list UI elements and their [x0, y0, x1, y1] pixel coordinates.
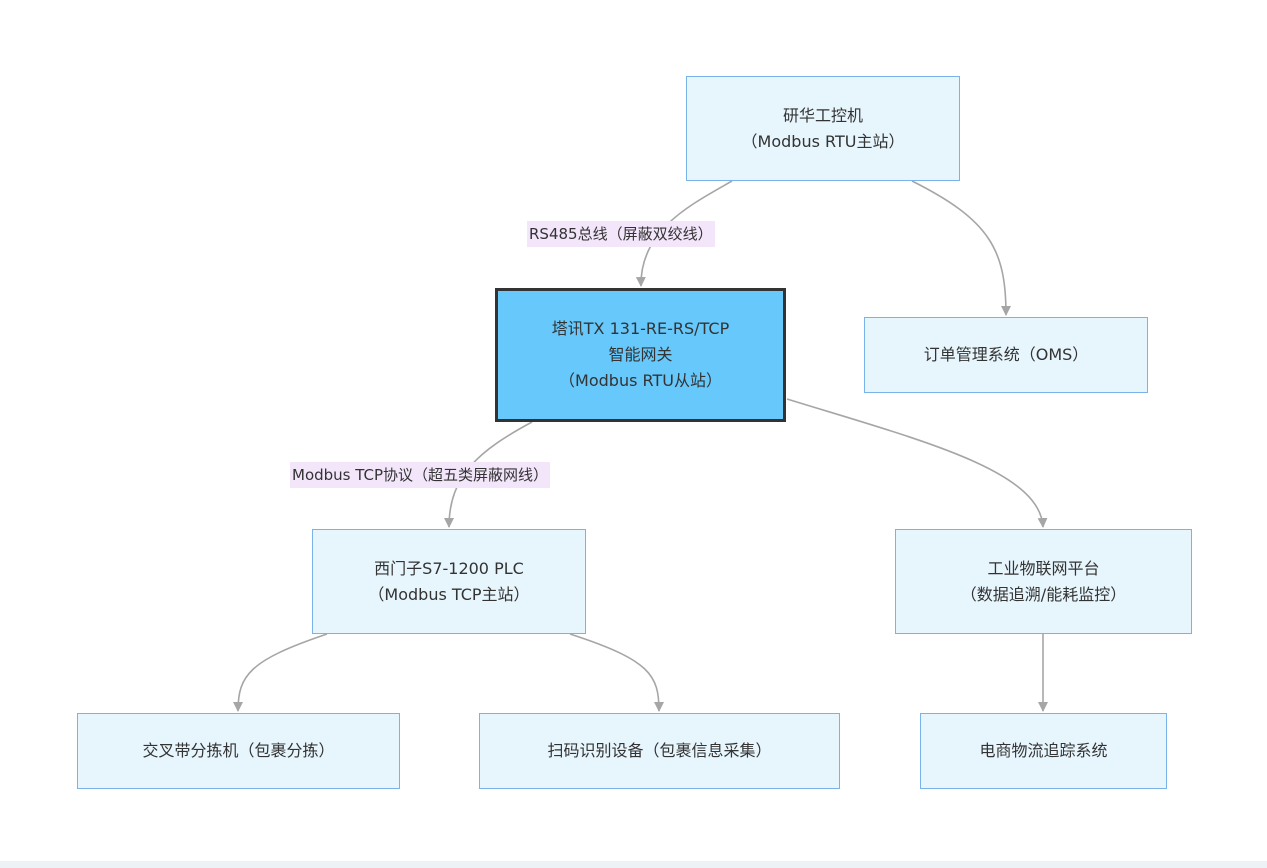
node-plc-role: （Modbus TCP主站） [368, 584, 530, 604]
node-smart-gateway-model: 塔讯TX 131-RE-RS/TCP [551, 319, 730, 338]
node-industrial-pc[interactable]: 研华工控机 （Modbus RTU主站） [686, 76, 960, 181]
node-plc-title: 西门子S7-1200 PLC [374, 558, 524, 578]
node-barcode-scanner[interactable]: 扫码识别设备（包裹信息采集） [479, 713, 840, 789]
node-smart-gateway-role: （Modbus RTU从站） [559, 371, 722, 390]
node-logistics-tracking[interactable]: 电商物流追踪系统 [920, 713, 1167, 789]
node-industrial-pc-role: （Modbus RTU主站） [741, 131, 905, 151]
node-plc[interactable]: 西门子S7-1200 PLC （Modbus TCP主站） [312, 529, 586, 634]
node-iot-platform[interactable]: 工业物联网平台 （数据追溯/能耗监控） [895, 529, 1192, 634]
edge-label-modbus-tcp: Modbus TCP协议（超五类屏蔽网线） [290, 462, 551, 488]
node-barcode-scanner-title: 扫码识别设备（包裹信息采集） [547, 741, 772, 760]
node-oms-title: 订单管理系统（OMS） [923, 345, 1089, 364]
node-smart-gateway[interactable]: 塔讯TX 131-RE-RS/TCP 智能网关 （Modbus RTU从站） [495, 288, 786, 422]
edge-gateway-to-iot [786, 398, 1048, 528]
edge-plc-to-sorter [233, 633, 328, 712]
edge-label-rs485: RS485总线（屏蔽双绞线） [527, 221, 715, 247]
node-iot-platform-title: 工业物联网平台 [987, 558, 1100, 578]
node-smart-gateway-title: 智能网关 [608, 345, 673, 364]
edge-plc-to-scanner [569, 633, 664, 712]
node-industrial-pc-title: 研华工控机 [782, 105, 863, 125]
node-cross-belt-sorter-title: 交叉带分拣机（包裹分拣） [142, 741, 335, 760]
bottom-strip [0, 861, 1267, 868]
node-iot-platform-desc: （数据追溯/能耗监控） [960, 584, 1127, 604]
node-oms[interactable]: 订单管理系统（OMS） [864, 317, 1148, 393]
edge-ipc-to-oms [911, 180, 1011, 316]
node-cross-belt-sorter[interactable]: 交叉带分拣机（包裹分拣） [77, 713, 400, 789]
node-logistics-tracking-title: 电商物流追踪系统 [979, 741, 1108, 760]
